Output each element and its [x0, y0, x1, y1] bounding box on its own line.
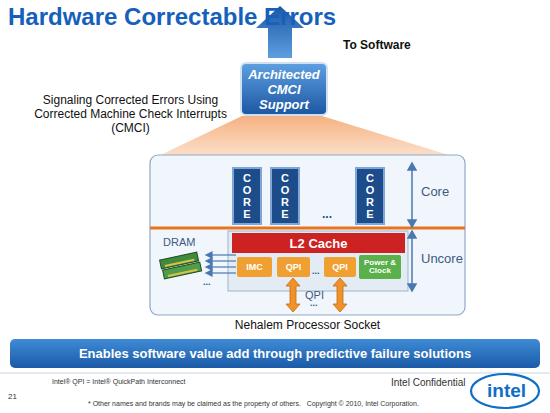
to-software-label: To Software	[343, 38, 411, 52]
box-label: Power & Clock	[361, 259, 399, 276]
divider-line	[150, 227, 465, 230]
socket-caption: Nehalem Processor Socket	[150, 318, 465, 332]
ellipsis: ...	[203, 277, 211, 287]
qpi-box: QPI	[324, 257, 356, 277]
logo-swoosh	[471, 374, 539, 408]
ellipsis: ...	[312, 266, 320, 276]
extent-arrows	[408, 163, 416, 291]
footnote: Intel® QPI = Intel® QuickPath Interconne…	[52, 378, 185, 385]
box-label: CORE	[280, 172, 291, 220]
page-number: 21	[8, 392, 17, 401]
ellipsis: ...	[310, 298, 318, 308]
copyright-note: * Other names and brands may be claimed …	[88, 400, 419, 407]
box-label: L2 Cache	[290, 236, 348, 251]
core-box: CORE	[232, 167, 262, 225]
summary-band: Enables software value add through predi…	[10, 339, 540, 368]
confidential-note: Intel Confidential	[391, 377, 466, 388]
box-label: CORE	[365, 172, 376, 220]
qpi-links	[286, 278, 347, 312]
core-box: CORE	[270, 167, 300, 225]
cmci-note: Signaling Corrected Errors Using Correct…	[18, 94, 243, 135]
l2-cache-bar: L2 Cache	[232, 233, 405, 253]
box-label: Architected CMCI Support	[246, 67, 322, 112]
imc-box: IMC	[237, 257, 272, 277]
slide-title: Hardware Correctable Errors	[8, 3, 336, 31]
dram-modules	[160, 252, 202, 279]
box-label: Enables software value add through predi…	[79, 346, 471, 361]
power-clock-box: Power & Clock	[359, 255, 401, 279]
box-label: QPI	[286, 262, 302, 272]
box-label: IMC	[246, 262, 263, 272]
fan-shape	[150, 116, 465, 160]
core-label: Core	[421, 184, 449, 199]
uncore-region	[228, 231, 408, 291]
box-label: QPI	[332, 262, 348, 272]
core-box: CORE	[355, 167, 385, 225]
ellipsis: ...	[322, 207, 332, 221]
uncore-label: Uncore	[421, 251, 463, 266]
intel-logo: intel	[487, 380, 526, 402]
footer-rule	[0, 373, 550, 374]
qpi-box: QPI	[277, 257, 310, 277]
socket-panel	[150, 155, 465, 315]
memory-channels	[206, 252, 236, 276]
cmci-box: Architected CMCI Support	[240, 62, 328, 116]
dram-label: DRAM	[163, 236, 195, 248]
box-label: CORE	[242, 172, 253, 220]
